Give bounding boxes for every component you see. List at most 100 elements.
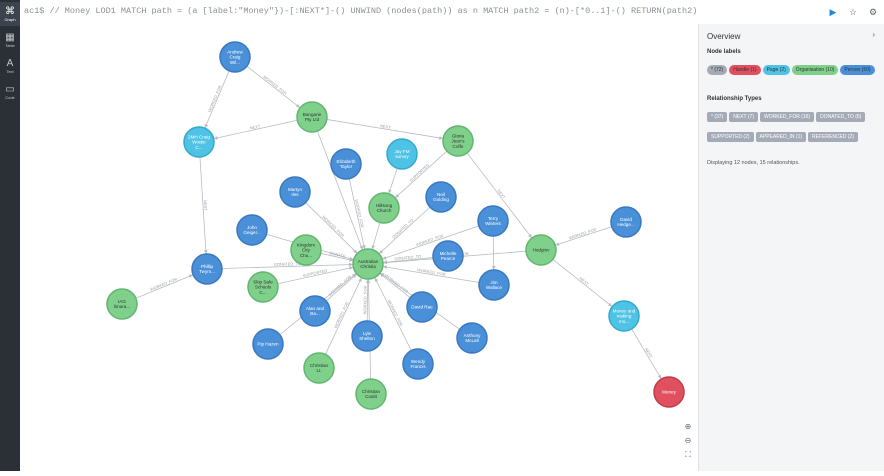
node-circle[interactable] <box>610 206 642 238</box>
relationship-type-chip[interactable]: SUPPORTED (2) <box>707 132 754 142</box>
node-circle[interactable] <box>355 378 387 410</box>
relationship-edge[interactable] <box>316 130 364 251</box>
relationship-edge[interactable] <box>221 264 354 269</box>
graph-node-pip[interactable]: Pip Hazen <box>252 328 284 360</box>
node-circle[interactable] <box>406 291 438 323</box>
relationship-edge[interactable] <box>379 273 411 298</box>
node-label-chip[interactable]: Person (50) <box>840 65 875 75</box>
relationship-edge[interactable] <box>213 119 298 140</box>
node-circle[interactable] <box>442 125 474 157</box>
relationship-edge[interactable] <box>325 277 362 355</box>
node-circle[interactable] <box>525 234 557 266</box>
table-view-button[interactable]: ▦ Table <box>0 28 20 52</box>
relationship-edge[interactable] <box>366 278 369 322</box>
node-circle[interactable] <box>252 328 284 360</box>
node-label-chip[interactable]: Organisation (10) <box>791 65 839 75</box>
relationship-edge[interactable] <box>199 156 207 255</box>
node-circle[interactable] <box>330 148 362 180</box>
node-circle[interactable] <box>303 352 335 384</box>
node-circle[interactable] <box>219 41 251 73</box>
relationship-edge[interactable] <box>320 252 354 262</box>
relationship-edge[interactable] <box>555 226 612 246</box>
relationship-type-chip[interactable]: REFERENCED (2) <box>808 132 858 142</box>
graph-node-hodginv[interactable]: Hodginv <box>525 234 557 266</box>
node-circle[interactable] <box>279 176 311 208</box>
node-circle[interactable] <box>386 138 418 170</box>
query-text[interactable]: ac1$ // Money LOD1 MATCH path = (a [labe… <box>24 6 698 16</box>
node-circle[interactable] <box>296 101 328 133</box>
graph-node-david_r[interactable]: David Rae <box>406 291 438 323</box>
relationship-type-chip[interactable]: WORKED_FOR (16) <box>759 112 815 122</box>
node-circle[interactable] <box>368 192 400 224</box>
play-icon[interactable]: ▶ <box>829 7 837 17</box>
relationship-edge[interactable] <box>394 150 448 199</box>
node-circle[interactable] <box>352 248 384 280</box>
relationship-edge[interactable] <box>305 202 358 254</box>
relationship-edge[interactable] <box>492 235 495 271</box>
graph-view-button[interactable]: ⌘ Graph <box>0 2 20 26</box>
relationship-type-chip[interactable]: * (37) <box>707 112 728 122</box>
relationship-edge[interactable] <box>374 277 412 351</box>
node-circle[interactable] <box>402 348 434 380</box>
node-circle[interactable] <box>456 322 488 354</box>
node-circle[interactable] <box>299 295 331 327</box>
node-circle[interactable] <box>106 288 138 320</box>
relationship-edge[interactable] <box>466 152 533 239</box>
code-view-button[interactable]: ▭ Code <box>0 80 20 104</box>
fit-icon[interactable]: ⛶ <box>685 450 691 459</box>
relationship-edge[interactable] <box>388 168 398 194</box>
star-icon[interactable]: ☆ <box>848 7 858 17</box>
gear-icon[interactable]: ⚙ <box>868 7 878 17</box>
text-view-button[interactable]: A Text <box>0 54 20 78</box>
relationship-edge[interactable] <box>135 274 194 299</box>
node-circle[interactable] <box>608 300 640 332</box>
node-label-chip[interactable]: Handle (1) <box>729 65 761 75</box>
relationship-edge[interactable] <box>552 259 613 307</box>
relationship-edge[interactable] <box>204 70 230 129</box>
relationship-type-chip[interactable]: NEXT (7) <box>729 112 758 122</box>
node-circle[interactable] <box>290 234 322 266</box>
node-label-chip[interactable]: Page (2) <box>762 65 790 75</box>
node-circle[interactable] <box>477 205 509 237</box>
node-circle[interactable] <box>425 181 457 213</box>
node-circle[interactable] <box>432 240 464 272</box>
node-label-chip[interactable]: * (72) <box>707 65 728 75</box>
relationship-edge[interactable] <box>378 206 431 255</box>
relationship-type-chip[interactable]: APPEARED_IN (1) <box>755 132 807 142</box>
node-circle[interactable] <box>191 253 223 285</box>
chevron-right-icon[interactable]: › <box>872 30 875 39</box>
relationship-edge[interactable] <box>371 222 381 250</box>
node-circle[interactable] <box>351 320 383 352</box>
node-circle[interactable] <box>478 269 510 301</box>
relationship-edge[interactable] <box>325 273 358 302</box>
node-circle[interactable] <box>236 214 268 246</box>
node-circle[interactable] <box>183 126 215 158</box>
relationship-edge[interactable] <box>348 178 366 250</box>
relationship-edge[interactable] <box>277 266 354 285</box>
zoom-out-icon[interactable]: ⊖ <box>684 436 692 445</box>
graph-node-money[interactable]: Money <box>653 376 685 408</box>
